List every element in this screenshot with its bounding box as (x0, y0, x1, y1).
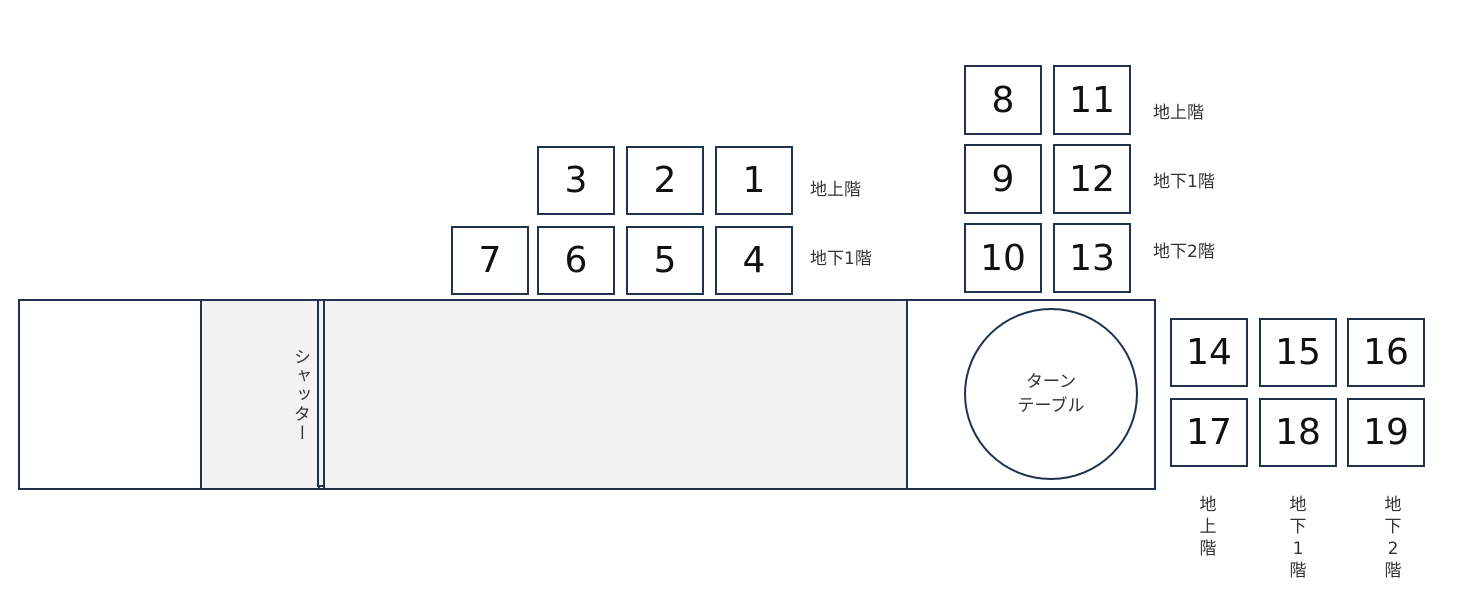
parking-slot-2[interactable]: 2 (626, 146, 704, 215)
parking-slot-13[interactable]: 13 (1053, 223, 1131, 293)
parking-slot-9[interactable]: 9 (964, 144, 1042, 214)
parking-slot-16[interactable]: 16 (1347, 318, 1425, 387)
floor-label-vertical-b1: 地下1階 (1289, 495, 1307, 581)
parking-slot-1[interactable]: 1 (715, 146, 793, 215)
floor-label-left-ground: 地上階 (810, 180, 861, 200)
parking-slot-8[interactable]: 8 (964, 65, 1042, 135)
parking-slot-17[interactable]: 17 (1170, 398, 1248, 467)
parking-slot-6[interactable]: 6 (537, 226, 615, 295)
floor-label-right-ground: 地上階 (1153, 103, 1204, 123)
parking-slot-12[interactable]: 12 (1053, 144, 1131, 214)
parking-slot-14[interactable]: 14 (1170, 318, 1248, 387)
floor-label-right-b2: 地下2階 (1153, 242, 1215, 262)
floor-label-vertical-b2: 地下2階 (1384, 495, 1402, 581)
shutter-zone (200, 299, 320, 490)
parking-slot-18[interactable]: 18 (1259, 398, 1337, 467)
parking-slot-10[interactable]: 10 (964, 223, 1042, 293)
parking-slot-4[interactable]: 4 (715, 226, 793, 295)
parking-slot-3[interactable]: 3 (537, 146, 615, 215)
floor-label-left-b1: 地下1階 (810, 249, 872, 269)
parking-slot-7[interactable]: 7 (451, 226, 529, 295)
turntable[interactable]: ターン テーブル (964, 308, 1138, 480)
parking-slot-19[interactable]: 19 (1347, 398, 1425, 467)
floor-label-right-b1: 地下1階 (1153, 172, 1215, 192)
turntable-label-line1: ターン (1025, 372, 1077, 392)
turntable-label-line2: テーブル (1017, 396, 1085, 416)
shutter-label: シャッター (290, 348, 310, 443)
parking-slot-15[interactable]: 15 (1259, 318, 1337, 387)
parking-slot-5[interactable]: 5 (626, 226, 704, 295)
interior-gray-area (323, 299, 908, 490)
parking-slot-11[interactable]: 11 (1053, 65, 1131, 135)
floor-label-vertical-ground: 地上階 (1199, 495, 1217, 559)
